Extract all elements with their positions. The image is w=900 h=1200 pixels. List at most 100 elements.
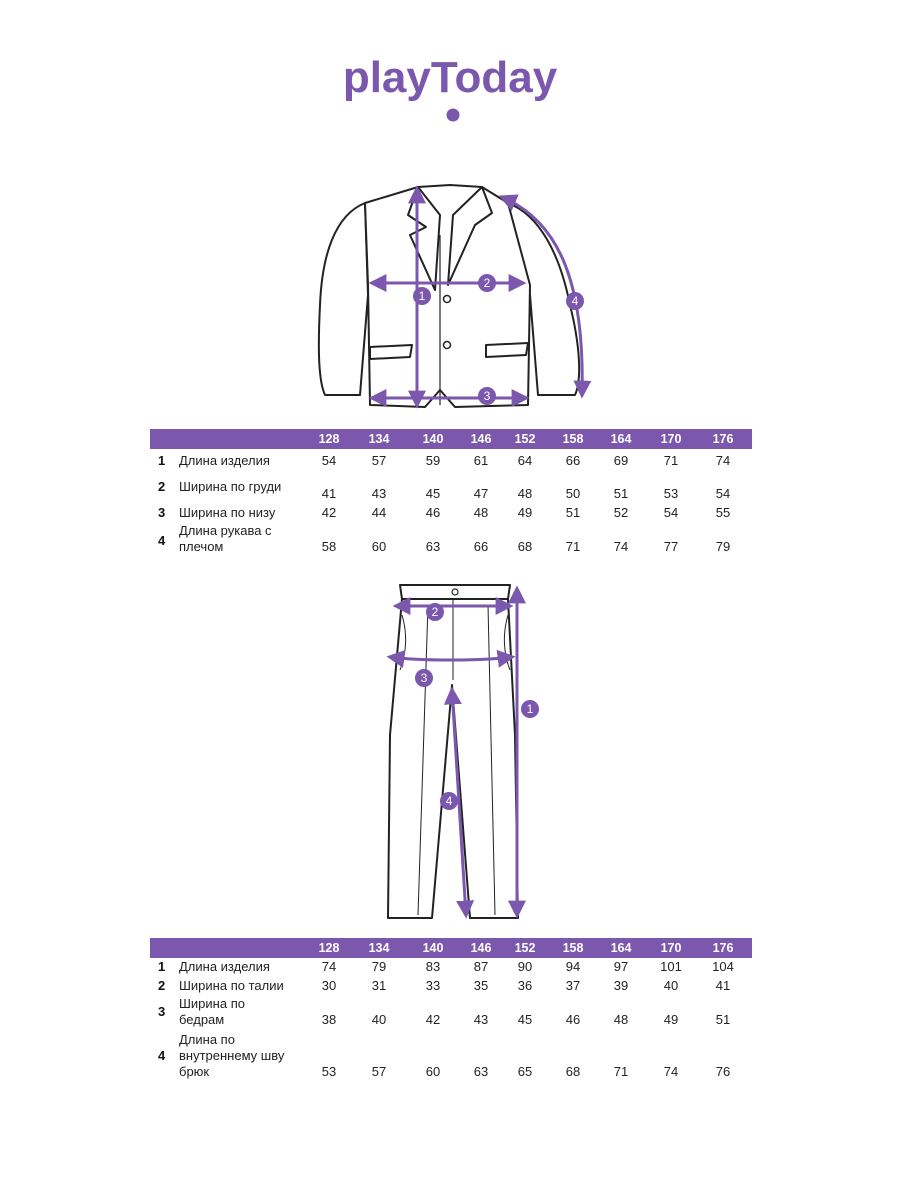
row-value: 46 — [565, 1012, 581, 1027]
row-value: 53 — [321, 1064, 337, 1079]
size-header-cell: 170 — [660, 941, 682, 955]
size-header-cell: 164 — [610, 941, 632, 955]
jacket-marker-3: 3 — [478, 387, 496, 405]
row-label: Ширина по груди — [179, 479, 282, 494]
size-header-cell: 158 — [562, 941, 584, 955]
svg-text:2: 2 — [432, 605, 439, 619]
table-row: 2 Ширина по груди 41 43 45 47 48 50 51 5… — [150, 477, 752, 505]
trousers-size-header: 128 134 140 146 152 158 164 170 176 — [150, 938, 752, 958]
size-header-cell: 146 — [470, 432, 492, 446]
row-value: 47 — [473, 486, 489, 501]
size-header-cell: 140 — [422, 432, 444, 446]
size-header-cell: 128 — [318, 432, 340, 446]
row-value: 57 — [371, 453, 387, 468]
row-label: Длина изделия — [179, 453, 270, 468]
row-value: 33 — [425, 978, 441, 993]
row-value: 48 — [473, 505, 489, 520]
row-value: 43 — [371, 486, 387, 501]
row-number: 3 — [158, 505, 166, 520]
table-row: 1 Длина изделия 74 79 83 87 90 94 97 101… — [150, 959, 752, 977]
size-header-cell: 146 — [470, 941, 492, 955]
row-value: 74 — [663, 1064, 679, 1079]
row-value: 58 — [321, 539, 337, 554]
row-value: 71 — [565, 539, 581, 554]
row-value: 63 — [425, 539, 441, 554]
row-value: 65 — [517, 1064, 533, 1079]
row-value: 66 — [565, 453, 581, 468]
row-value: 45 — [425, 486, 441, 501]
row-value: 36 — [517, 978, 533, 993]
row-value: 41 — [321, 486, 337, 501]
row-label: Ширина по бедрам — [179, 996, 245, 1027]
row-value: 71 — [663, 453, 679, 468]
row-value: 41 — [715, 978, 731, 993]
row-number: 1 — [158, 959, 166, 974]
size-header-cell: 158 — [562, 432, 584, 446]
row-value: 57 — [371, 1064, 387, 1079]
table-row: 3 Ширина по низу 42 44 46 48 49 51 52 54… — [150, 505, 752, 525]
row-label: Длина по внутреннему шву брюк — [179, 1032, 285, 1079]
row-value: 39 — [613, 978, 629, 993]
row-value: 74 — [613, 539, 629, 554]
row-label: Длина изделия — [179, 959, 270, 974]
row-value: 51 — [715, 1012, 731, 1027]
row-value: 69 — [613, 453, 629, 468]
row-value: 31 — [371, 978, 387, 993]
svg-text:4: 4 — [446, 794, 453, 808]
row-value: 49 — [517, 505, 533, 520]
row-label: Ширина по талии — [179, 978, 284, 993]
row-value: 90 — [517, 959, 533, 974]
row-value: 50 — [565, 486, 581, 501]
trousers-marker-4: 4 — [440, 792, 458, 810]
table-row: 4 Длина рукава с плечом 58 60 63 66 68 7… — [150, 523, 752, 559]
row-value: 101 — [660, 959, 682, 974]
row-value: 53 — [663, 486, 679, 501]
row-value: 51 — [613, 486, 629, 501]
row-number: 4 — [158, 533, 166, 548]
svg-text:4: 4 — [572, 294, 579, 308]
row-value: 71 — [613, 1064, 629, 1079]
row-value: 74 — [715, 453, 731, 468]
row-number: 2 — [158, 978, 166, 993]
row-value: 55 — [715, 505, 731, 520]
row-value: 68 — [565, 1064, 581, 1079]
row-value: 44 — [371, 505, 387, 520]
svg-text:2: 2 — [484, 276, 491, 290]
size-header-cell: 152 — [514, 941, 536, 955]
row-number: 4 — [158, 1048, 166, 1063]
row-value: 54 — [321, 453, 337, 468]
trousers-size-table: 128 134 140 146 152 158 164 170 176 1 Дл… — [150, 938, 752, 1079]
table-row: 4 Длина по внутреннему шву брюк 53 57 60… — [150, 1032, 752, 1082]
row-value: 61 — [473, 453, 489, 468]
jacket-marker-1: 1 — [413, 287, 431, 305]
row-value: 87 — [473, 959, 489, 974]
row-value: 42 — [425, 1012, 441, 1027]
row-value: 77 — [663, 539, 679, 554]
row-label: Ширина по низу — [179, 505, 276, 520]
table-row: 2 Ширина по талии 30 31 33 35 36 37 39 4… — [150, 978, 752, 996]
row-value: 51 — [565, 505, 581, 520]
trousers-marker-2: 2 — [426, 603, 444, 621]
row-value: 63 — [473, 1064, 489, 1079]
trousers-marker-1: 1 — [521, 700, 539, 718]
row-value: 30 — [321, 978, 337, 993]
svg-text:3: 3 — [421, 671, 428, 685]
row-value: 48 — [517, 486, 533, 501]
row-value: 37 — [565, 978, 581, 993]
jacket-size-table: 128 134 140 146 152 158 164 170 176 1 Дл… — [150, 429, 752, 554]
size-header-cell: 176 — [712, 941, 734, 955]
table-row: 1 Длина изделия 54 57 59 61 64 66 69 71 … — [150, 451, 752, 471]
size-header-cell: 176 — [712, 432, 734, 446]
row-value: 94 — [565, 959, 581, 974]
row-value: 97 — [613, 959, 629, 974]
row-number: 3 — [158, 1004, 166, 1019]
row-value: 79 — [371, 959, 387, 974]
row-value: 54 — [715, 486, 731, 501]
svg-text:1: 1 — [419, 289, 426, 303]
row-value: 64 — [517, 453, 533, 468]
row-number: 2 — [158, 479, 166, 494]
svg-text:1: 1 — [527, 702, 534, 716]
row-value: 46 — [425, 505, 441, 520]
row-value: 38 — [321, 1012, 337, 1027]
row-value: 83 — [425, 959, 441, 974]
